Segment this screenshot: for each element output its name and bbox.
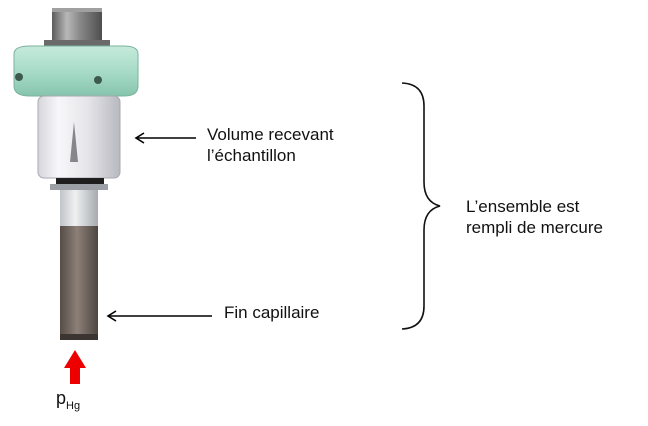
sample-volume-line1: Volume recevant (207, 125, 334, 144)
metal-cap (44, 8, 110, 50)
pressure-subscript: Hg (66, 400, 81, 412)
capillary-label: Fin capillaire (224, 303, 320, 322)
mercury-filled-line2: rempli de mercure (466, 218, 603, 237)
mercury-filled-label: L’ensemble est rempli de mercure (466, 196, 603, 238)
pressure-symbol: p (56, 388, 67, 408)
up-arrow-icon (64, 350, 86, 384)
glass-stem (60, 190, 98, 226)
sample-volume-label: Volume recevant l’échantillon (207, 124, 334, 166)
left-arrow-icon (106, 310, 212, 322)
mercury-filled-line1: L’ensemble est (466, 197, 580, 216)
left-arrow-icon (134, 132, 196, 144)
capillary-tube (60, 226, 98, 340)
pressure-label: pHg (56, 388, 80, 417)
sample-volume-line2: l’échantillon (207, 146, 296, 165)
sample-bulb (37, 95, 121, 190)
right-brace (401, 82, 441, 330)
green-collar (13, 45, 139, 97)
